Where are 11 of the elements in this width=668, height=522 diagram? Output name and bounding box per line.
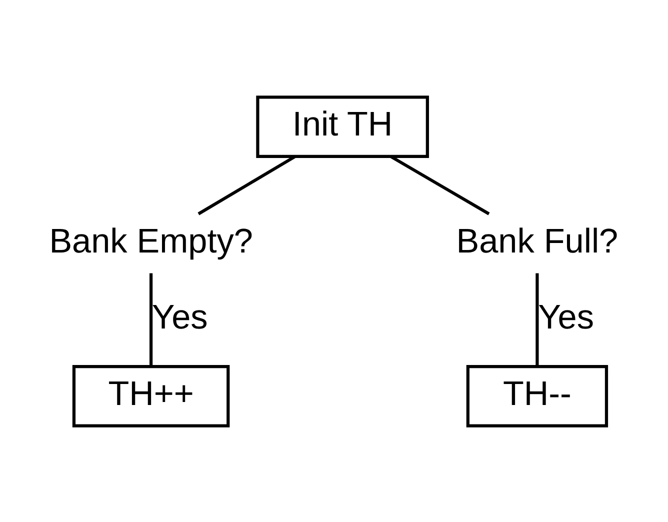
connector (536, 272, 539, 366)
connector (149, 272, 153, 366)
node-text: Bank Full? (456, 222, 618, 260)
connector (390, 154, 490, 215)
edge-label: Yes (152, 298, 208, 336)
connector (198, 154, 296, 215)
node-box: TH++ (72, 364, 230, 427)
node-text: Bank Empty? (49, 222, 253, 260)
edge-label: Yes (538, 298, 594, 336)
node-box: TH-- (466, 364, 608, 427)
node-box: Init TH (256, 95, 429, 158)
